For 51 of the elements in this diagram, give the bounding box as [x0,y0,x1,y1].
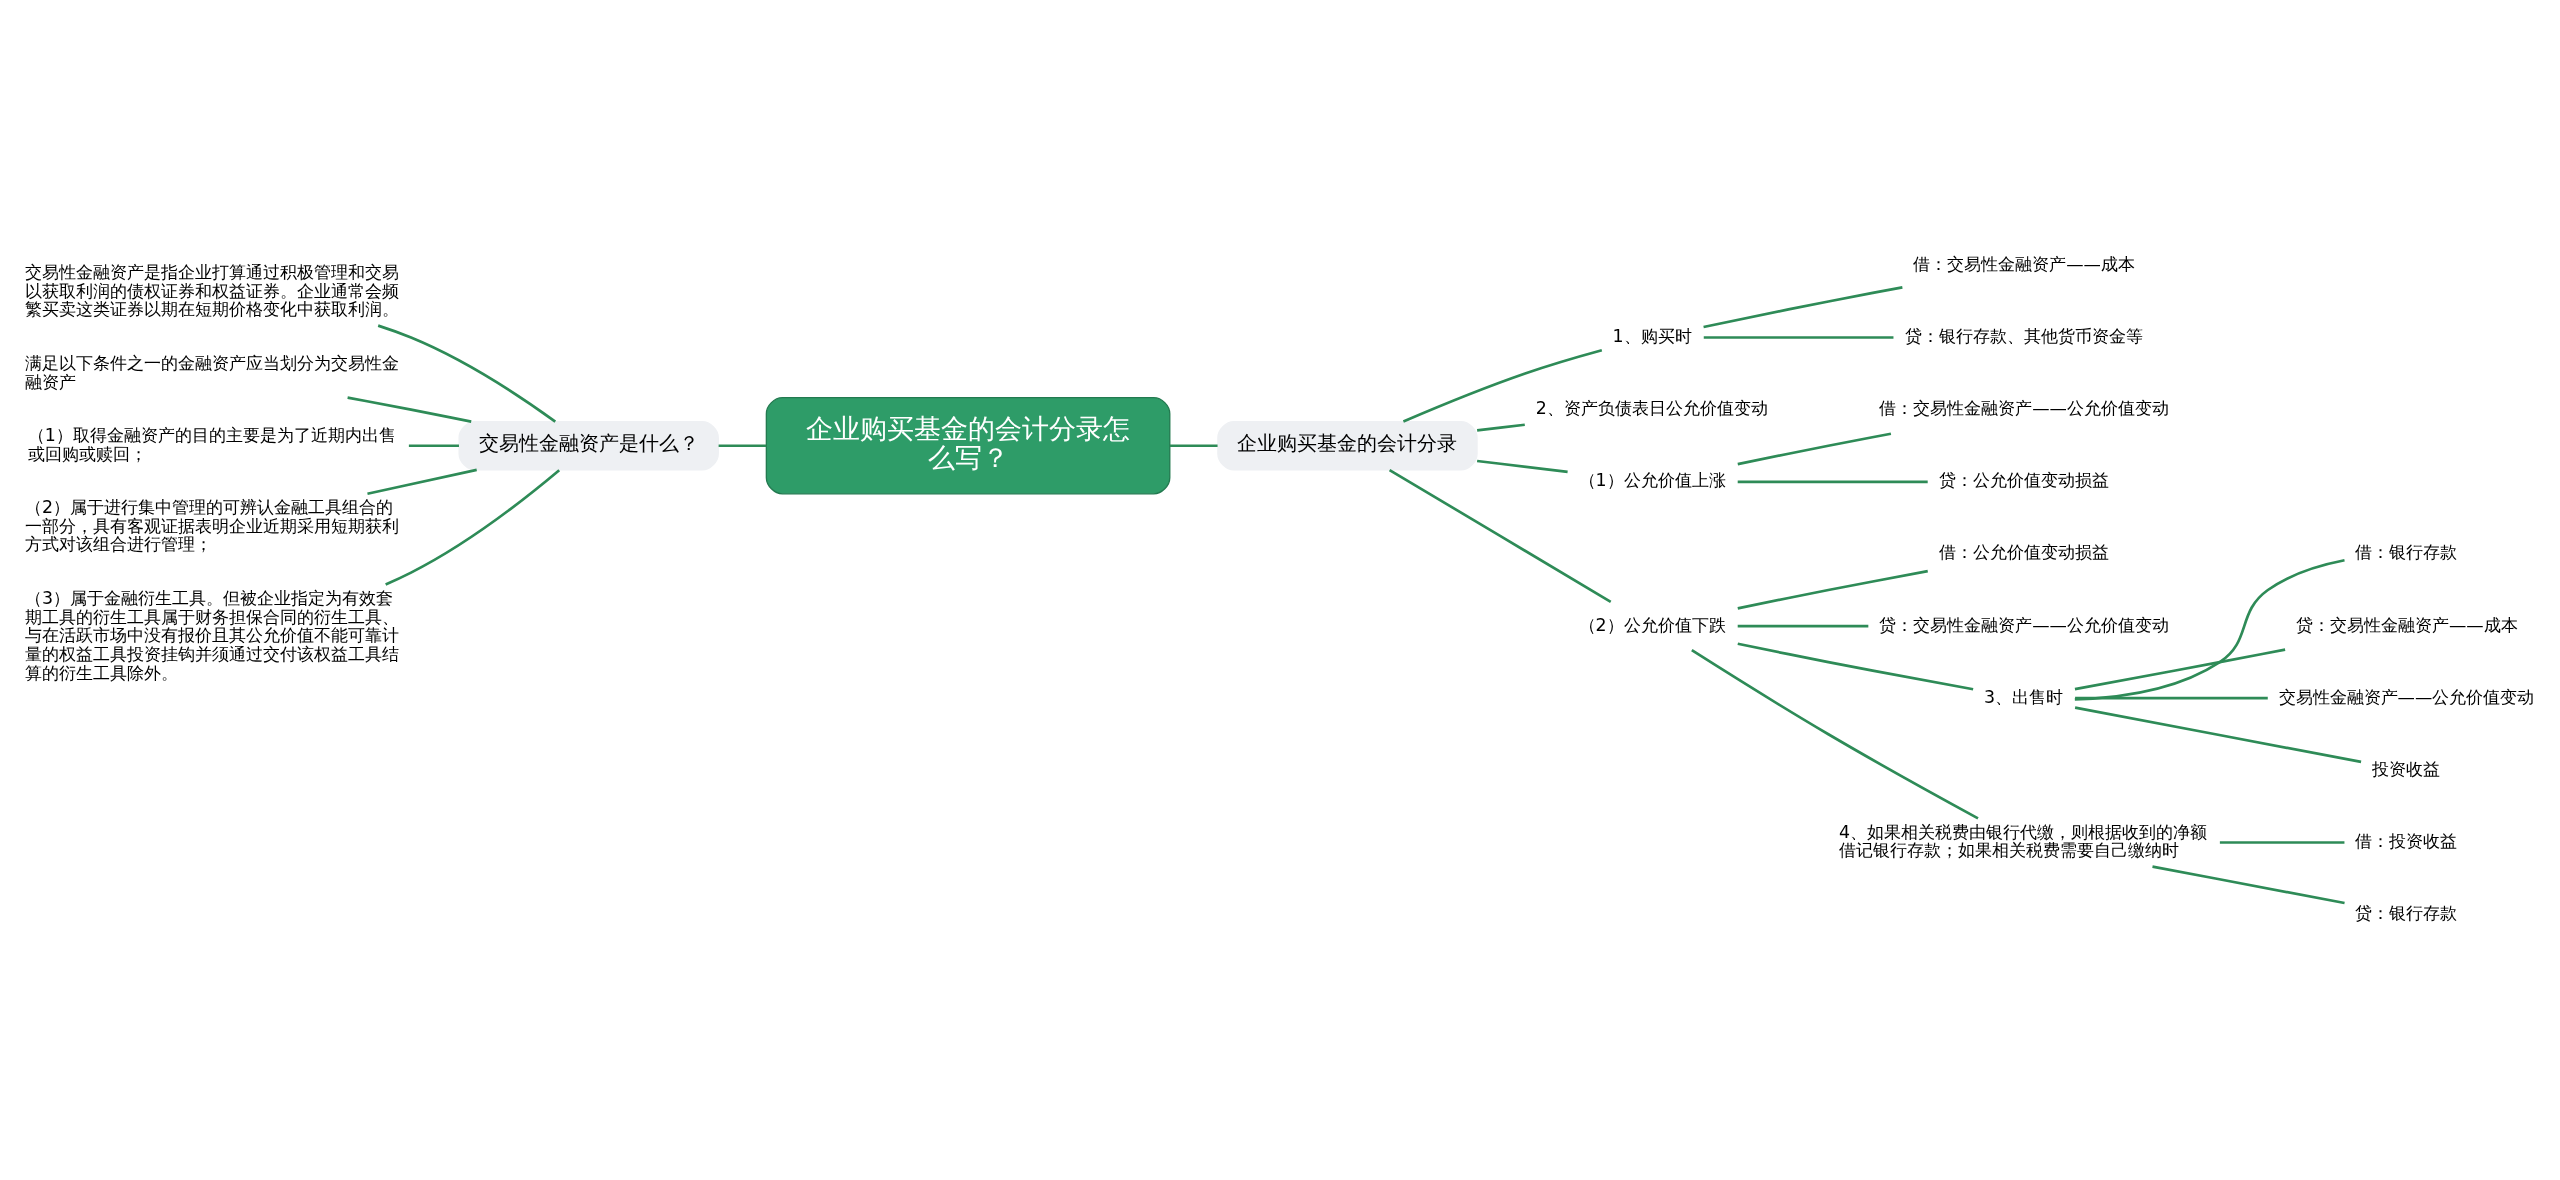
connector [1476,423,1525,432]
node-text: 贷：交易性金融资产——公允价值变动 [1879,614,2169,635]
connector [1737,642,1974,691]
connector [718,444,767,448]
connector [2074,706,2362,764]
node-text: 借：银行存款 [2355,542,2458,563]
connector [1703,336,1894,339]
node-text: 投资收益 [2372,758,2441,779]
node-box: 交易性金融资产是什么？ [458,421,719,471]
node-text: 交易性金融资产是指企业打算通过积极管理和交易以获取利润的债权证券和权益证券。企业通常会频繁买卖这类证券以期在短期价格变化中获取利润。 [24,261,399,320]
connector [1737,624,1869,628]
node-text: 贷：公允价值变动损益 [1938,470,2109,491]
node-box: 企业购买基金的会计分录怎么写？ [765,396,1171,495]
node-text: 借：投资收益 [2355,831,2458,852]
connector [1388,468,1612,603]
node-text: 借：公允价值变动损益 [1938,542,2109,563]
connector [1476,459,1568,474]
node-text: 4、如果相关税费由银行代缴，则根据收到的净额借记银行存款；如果相关税费需要自己缴纳时 [1839,821,2208,861]
connector [385,469,561,586]
node-text: 贷：银行存款 [2355,903,2458,924]
connector [347,396,472,423]
connector [1737,432,1892,466]
connector [2074,558,2345,701]
node-box: 企业购买基金的会计分录 [1217,421,1478,471]
node-text: 借：交易性金融资产——成本 [1913,253,2135,274]
connector [1169,444,1218,448]
node-text: （1）公允价值上涨 [1578,470,1726,491]
node-text: 交易性金融资产——公允价值变动 [2278,686,2535,707]
connector [408,444,459,448]
node-text: 满足以下条件之一的金融资产应当划分为交易性金融资产 [24,352,399,392]
connector [2219,841,2345,844]
node-text: 借：交易性金融资产——公允价值变动 [1879,398,2169,419]
connector [1402,349,1603,423]
node-text: （1）取得金融资产的目的主要是为了近期内出售或回购或赎回； [27,424,396,464]
connector [367,468,477,495]
connector [1737,480,1928,484]
connector [1737,569,1928,610]
connector [1691,649,1979,820]
connector [377,324,557,423]
node-text: （2）属于进行集中管理的可辨认金融工具组合的一部分，具有客观证据表明企业近期采用短期获利方式对该组合进行管理； [24,497,399,555]
node-text: 贷：交易性金融资产——成本 [2295,614,2518,635]
node-text: 贷：银行存款、其他货币资金等 [1904,326,2143,347]
node-text: 3、出售时 [1983,686,2064,707]
node-text: 2、资产负债表日公允价值变动 [1535,398,1768,419]
node-text: （3）属于金融衍生工具。但被企业指定为有效套期工具的衍生工具属于财务担保合同的衍生工具、与在活跃市场中没有报价且其公允价值不能可靠计量的权益工具投资挂钩并须通过交付该权益工具结算的衍生工具除外。 [24,587,399,683]
node-text: 1、购买时 [1612,326,1692,347]
connector [2075,696,2268,700]
connector [2074,648,2286,691]
node-text: （2）公允价值下跌 [1578,614,1726,635]
connector [1703,286,1903,329]
connector [2152,865,2345,905]
